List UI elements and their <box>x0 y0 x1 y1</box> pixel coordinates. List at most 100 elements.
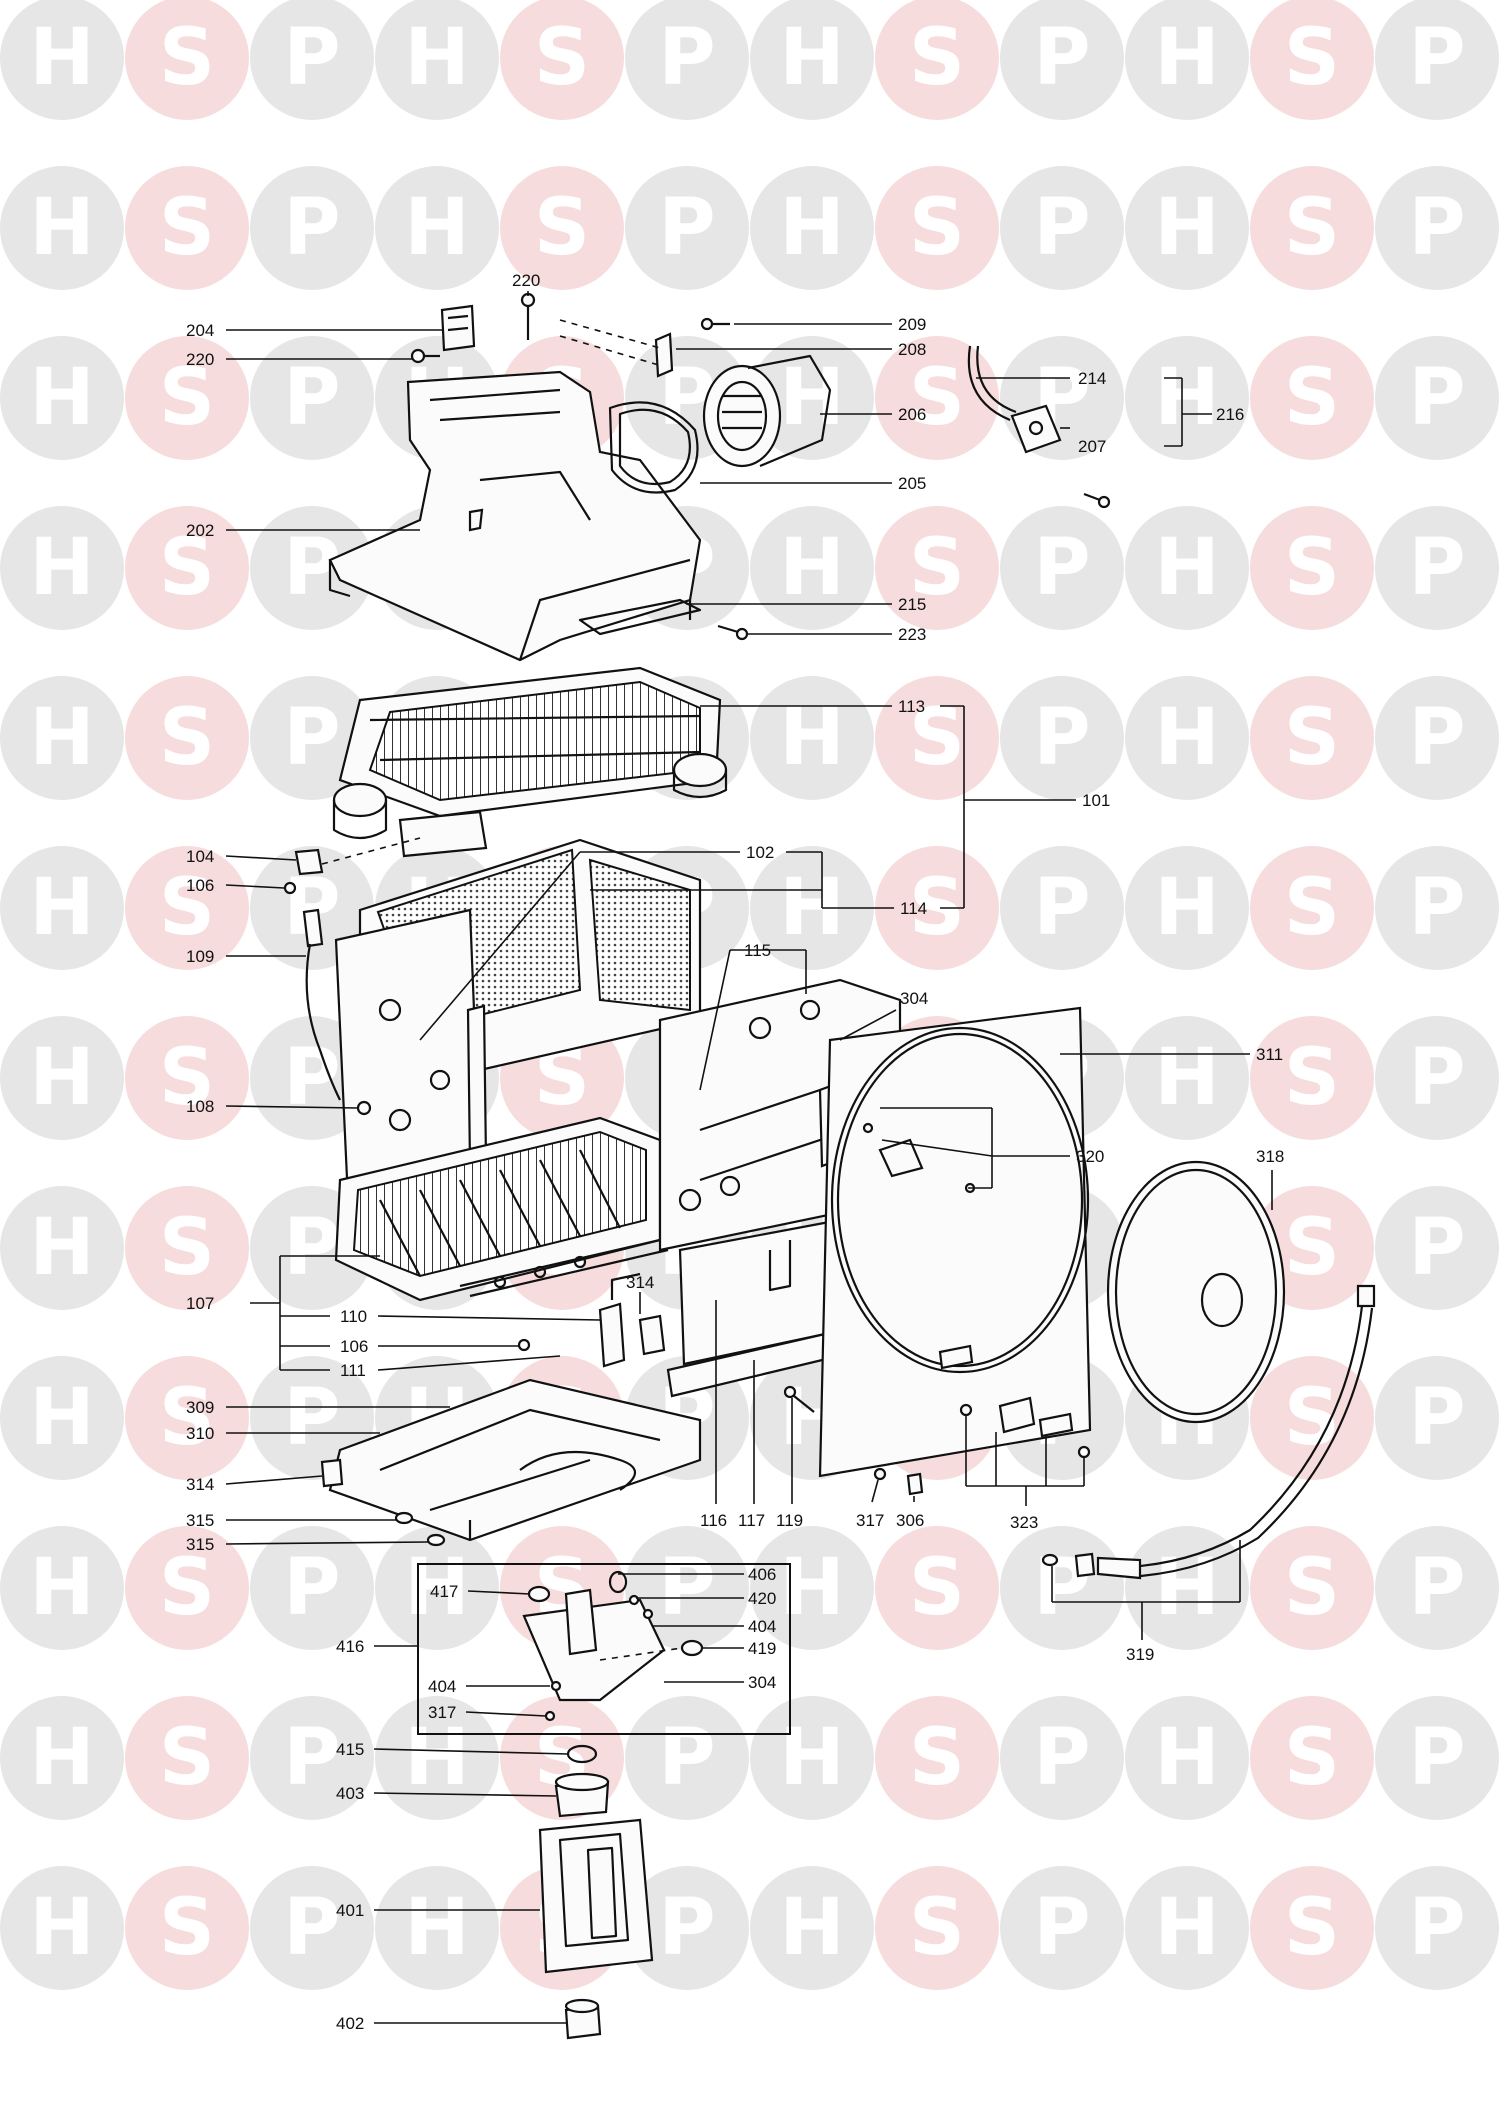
label-311: 311 <box>1256 1045 1283 1064</box>
watermark-letter: P <box>283 1203 340 1293</box>
label-114: 114 <box>900 899 927 918</box>
watermark-circle <box>1250 1016 1374 1140</box>
watermark-circle <box>750 846 874 970</box>
watermark-circle <box>1125 1866 1249 1990</box>
watermark-letter: H <box>29 1883 94 1973</box>
watermark-circle <box>750 506 874 630</box>
watermark-circle <box>1375 1016 1499 1140</box>
watermark-circle <box>125 1186 249 1310</box>
watermark-circle <box>1250 166 1374 290</box>
watermark-letter: P <box>1408 693 1465 783</box>
watermark-circle <box>125 0 249 120</box>
watermark-circle <box>375 1526 499 1650</box>
watermark-circle <box>0 676 124 800</box>
watermark-circle <box>625 1696 749 1820</box>
watermark-circle <box>875 166 999 290</box>
label-202: 202 <box>186 521 214 540</box>
watermark-circle <box>375 1696 499 1820</box>
watermark-letter: H <box>29 523 94 613</box>
watermark-circle <box>750 1526 874 1650</box>
watermark-circle <box>1000 0 1124 120</box>
watermark-letter: P <box>1408 1203 1465 1293</box>
watermark-circle <box>250 1526 374 1650</box>
label-220: 220 <box>186 350 214 369</box>
watermark-letter: H <box>29 1203 94 1293</box>
watermark-letter: P <box>1033 1713 1090 1803</box>
label-109: 109 <box>186 947 214 966</box>
watermark-letter: S <box>1284 183 1340 273</box>
watermark-circle <box>750 1696 874 1820</box>
label-403: 403 <box>336 1784 364 1803</box>
label-101: 101 <box>1082 791 1110 810</box>
label-323: 323 <box>1010 1513 1038 1532</box>
watermark-circle <box>125 336 249 460</box>
watermark-letter: P <box>283 13 340 103</box>
label-220-top: 220 <box>512 271 540 290</box>
label-415: 415 <box>336 1740 364 1759</box>
watermark-letter: P <box>658 1713 715 1803</box>
label-107: 107 <box>186 1294 214 1313</box>
watermark-circle <box>750 0 874 120</box>
watermark-circle <box>0 0 124 120</box>
watermark-letter: H <box>1154 1033 1219 1123</box>
watermark-letter: S <box>1284 353 1340 443</box>
watermark-circle <box>125 1866 249 1990</box>
watermark-letter: S <box>909 1883 965 1973</box>
watermark-letter: H <box>779 1883 844 1973</box>
watermark-letter: P <box>283 353 340 443</box>
label-315-upper: 315 <box>186 1511 214 1530</box>
label-119: 119 <box>776 1511 803 1530</box>
label-406: 406 <box>748 1565 776 1584</box>
watermark-circle <box>1125 846 1249 970</box>
watermark-circle <box>250 1866 374 1990</box>
label-317-left: 317 <box>428 1703 456 1722</box>
watermark-letter: P <box>1408 13 1465 103</box>
watermark-circle <box>1125 0 1249 120</box>
label-205: 205 <box>898 474 926 493</box>
watermark-circle <box>875 1866 999 1990</box>
watermark-letter: S <box>159 523 215 613</box>
part-number-labels: 220 204 220 209 208 206 205 214 216 207 … <box>186 271 1284 2033</box>
watermark-circle <box>1375 676 1499 800</box>
watermark-circle <box>250 336 374 460</box>
watermark-letter: H <box>29 353 94 443</box>
watermark-letter: S <box>159 1713 215 1803</box>
watermark-circle <box>125 166 249 290</box>
watermark-letter: H <box>404 13 469 103</box>
watermark-circle <box>1125 166 1249 290</box>
watermark-circle <box>1000 676 1124 800</box>
watermark-circle <box>875 1696 999 1820</box>
watermark-circle <box>0 166 124 290</box>
watermark-letter: S <box>534 183 590 273</box>
watermark-letter: S <box>1284 1203 1340 1293</box>
label-104: 104 <box>186 847 214 866</box>
watermark-letter: S <box>159 863 215 953</box>
watermark-letter: P <box>1408 183 1465 273</box>
label-401: 401 <box>336 1901 364 1920</box>
label-318: 318 <box>1256 1147 1284 1166</box>
watermark-letter: P <box>658 1883 715 1973</box>
watermark-letter: S <box>909 183 965 273</box>
watermark-letter: S <box>909 353 965 443</box>
watermark-letter: S <box>1284 1883 1340 1973</box>
watermark-letter: H <box>404 183 469 273</box>
watermark-letter: S <box>909 523 965 613</box>
watermark-letter: S <box>1284 523 1340 613</box>
watermark-letter: S <box>909 1543 965 1633</box>
watermark-circle <box>625 1866 749 1990</box>
watermark-letter: S <box>159 13 215 103</box>
watermark-letter: S <box>1284 1713 1340 1803</box>
watermark-circle <box>125 1356 249 1480</box>
watermark-circle <box>1250 1866 1374 1990</box>
watermark-circle <box>1250 336 1374 460</box>
watermark-letter: S <box>159 353 215 443</box>
label-215: 215 <box>898 595 926 614</box>
label-417: 417 <box>430 1582 458 1601</box>
watermark-circle <box>1000 166 1124 290</box>
watermark-circle <box>250 1696 374 1820</box>
watermark-circle <box>375 166 499 290</box>
watermark-letter: H <box>29 1713 94 1803</box>
watermark-letter: P <box>1408 1033 1465 1123</box>
watermark-circle <box>1375 1186 1499 1310</box>
watermark-letter: H <box>29 693 94 783</box>
